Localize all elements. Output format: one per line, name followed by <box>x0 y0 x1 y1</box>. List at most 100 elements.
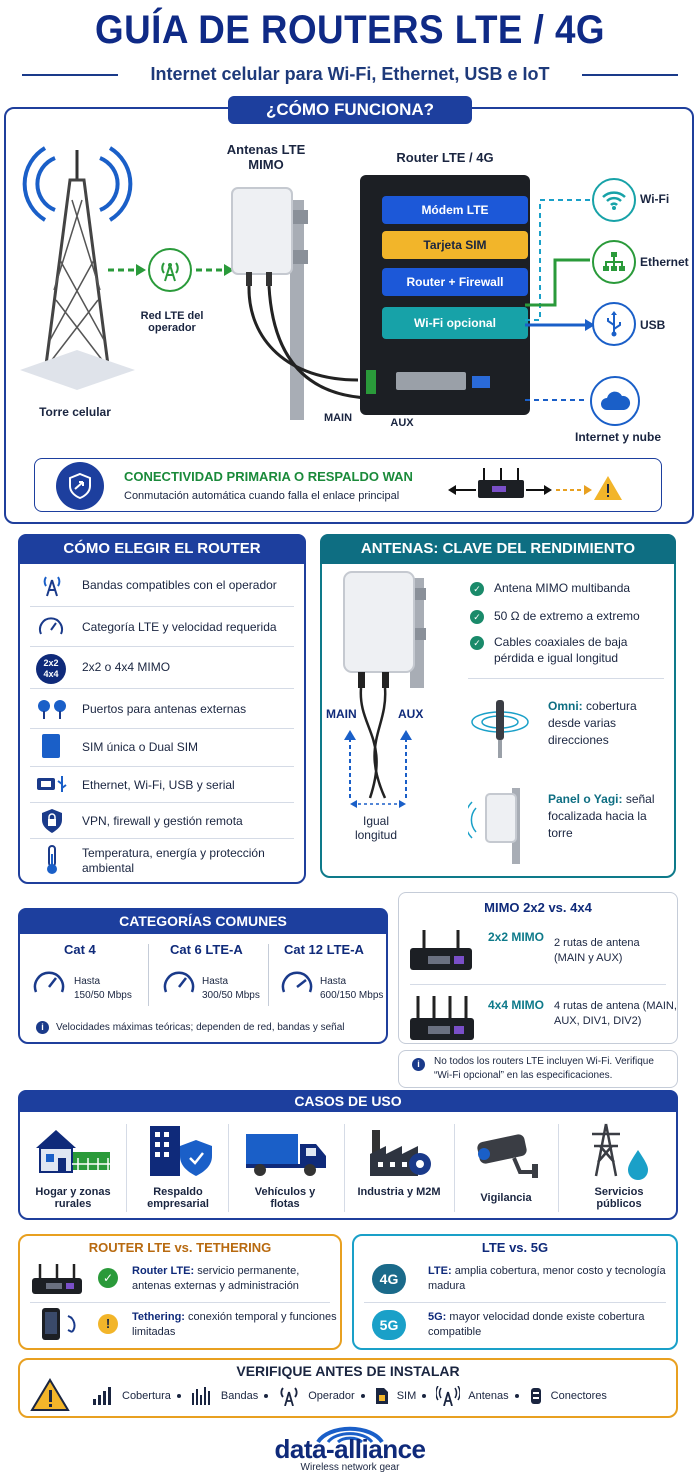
operator-tower-icon <box>280 1387 298 1406</box>
factory-gear-icon <box>370 1130 431 1176</box>
wan-backup-banner <box>34 458 662 512</box>
arrow-icon <box>196 264 234 276</box>
brand-logo: data-alliance <box>274 1434 426 1464</box>
building-shield-icon <box>150 1126 212 1176</box>
antenna-check: Antena MIMO multibanda <box>494 581 631 595</box>
use-case-label: Vehículos y flotas <box>254 1186 316 1210</box>
5g-text: 5G: mayor velocidad donde existe cobertu… <box>428 1310 668 1340</box>
check-icon: ✓ <box>470 636 484 650</box>
how-it-works-heading: ¿CÓMO FUNCIONA? <box>228 96 472 124</box>
output-wifi: Wi-Fi <box>640 192 670 206</box>
verify-item: Antenas <box>468 1390 509 1402</box>
verify-item: Operador <box>308 1390 355 1402</box>
cat-speed: 150/50 Mbps <box>74 990 132 1001</box>
divider <box>30 802 294 803</box>
lte-network-icon <box>148 248 192 292</box>
categories-note: Velocidades máximas teóricas; dependen d… <box>56 1022 345 1033</box>
logo-arc-icon <box>316 1426 384 1444</box>
main-port-label: MAIN <box>323 412 353 424</box>
main-label: MAIN <box>326 707 357 721</box>
page-title: GUÍA DE ROUTERS LTE / 4G <box>95 8 605 52</box>
router-2x2-icon <box>410 930 472 970</box>
choose-item: SIM única o Dual SIM <box>82 740 199 754</box>
choose-item: 2x2 o 4x4 MIMO <box>82 660 171 674</box>
ethernet-icon <box>592 240 636 284</box>
verify-item: Conectores <box>550 1390 607 1402</box>
verify-item: Cobertura <box>122 1390 171 1402</box>
verify-panel <box>18 1358 678 1418</box>
use-case-label: Industria y M2M <box>357 1186 441 1198</box>
output-cloud: Internet y nube <box>574 430 661 444</box>
thermometer-icon <box>44 844 60 876</box>
check-icon: ✓ <box>470 582 484 596</box>
cat-hasta: Hasta <box>320 976 347 987</box>
use-case-label: Hogar y zonas rurales <box>35 1186 111 1210</box>
aux-label: AUX <box>398 707 424 721</box>
divider <box>364 1302 666 1303</box>
bands-icon <box>191 1387 210 1405</box>
panel-text: señal focalizada hacia la torre <box>548 792 655 840</box>
mimo-heading: MIMO 2x2 vs. 4x4 <box>484 900 592 915</box>
output-ethernet: Ethernet <box>640 255 689 269</box>
mimo-2x2-label: 2x2 MIMO <box>488 930 545 944</box>
antennas-heading: ANTENAS: CLAVE DEL RENDIMIENTO <box>320 534 676 564</box>
utility-tower-drop-icon <box>592 1123 648 1180</box>
router-icon <box>32 1264 82 1294</box>
router-4x4-icon <box>410 996 474 1040</box>
divider <box>454 1124 455 1212</box>
use-cases-heading: CASOS DE USO <box>18 1090 678 1112</box>
choose-item: Puertos para antenas externas <box>82 702 247 716</box>
lte-5g-heading: LTE vs. 5G <box>481 1240 549 1255</box>
choose-item: Temperatura, energía y protección ambien… <box>82 846 265 875</box>
module-modem: Módem LTE <box>382 196 528 224</box>
output-usb: USB <box>640 318 666 332</box>
banner-title: CONECTIVIDAD PRIMARIA O RESPALDO WAN <box>124 469 413 484</box>
brand-tagline: Wireless network gear <box>300 1462 400 1473</box>
tethering-desc: conexión temporal y funciones limitadas <box>132 1311 337 1338</box>
module-router-firewall: Router + Firewall <box>382 268 528 296</box>
verify-item: SIM <box>396 1390 417 1402</box>
antenna-check: Cables coaxiales de baja pérdida e igual… <box>494 635 628 665</box>
badge-5g: 5G <box>372 1310 406 1340</box>
ports-icon <box>36 774 70 794</box>
speedometer-icon <box>38 614 66 642</box>
choose-item: Bandas compatibles con el operador <box>82 578 277 592</box>
divider <box>148 944 149 1006</box>
lte-5g-panel <box>352 1234 678 1350</box>
cat-speed: 600/150 Mbps <box>320 990 384 1001</box>
power-connector <box>366 370 376 394</box>
omni-description: Omni: cobertura desde varias direcciones <box>548 698 658 749</box>
arrow-icon <box>108 264 146 276</box>
mimo-4x4-text: 4 rutas de antena (MAIN, AUX, DIV1, DIV2… <box>554 1000 677 1027</box>
choose-item: Categoría LTE y velocidad requerida <box>82 620 277 634</box>
divider <box>22 74 118 76</box>
divider <box>126 1124 127 1212</box>
mimo-4x4-label: 4x4 MIMO <box>488 998 545 1012</box>
omni-antenna-icon <box>471 700 529 758</box>
choose-item: VPN, firewall y gestión remota <box>82 814 243 828</box>
ethernet-ports <box>396 372 466 390</box>
antenna-icon <box>436 1386 461 1406</box>
cell-tower-icon <box>20 146 135 390</box>
choose-item: Ethernet, Wi-Fi, USB y serial <box>82 778 235 792</box>
connector-icon <box>530 1388 541 1404</box>
divider <box>582 74 678 76</box>
cloud-icon <box>590 376 640 426</box>
router-label: Router LTE / 4G <box>396 150 494 165</box>
banner-text: Conmutación automática cuando falla el e… <box>124 490 400 502</box>
cat-name: Cat 12 LTE-A <box>284 942 364 957</box>
tethering-panel <box>18 1234 342 1350</box>
categories-heading: CATEGORÍAS COMUNES <box>18 908 388 934</box>
mimo-antenna-icon <box>231 187 369 420</box>
5g-term: 5G: <box>428 1311 447 1323</box>
lte-text: LTE: amplia cobertura, menor costo y tec… <box>428 1264 668 1294</box>
cat-hasta: Hasta <box>74 976 101 987</box>
tethering-term: Tethering: <box>132 1311 185 1323</box>
module-wifi: Wi-Fi opcional <box>382 307 528 339</box>
divider <box>228 1124 229 1212</box>
speedometer-icon <box>163 971 195 993</box>
verify-list: Cobertura Bandas Operador SIM Antenas Co… <box>92 1386 607 1406</box>
divider <box>30 766 294 767</box>
shield-icon <box>56 462 104 510</box>
